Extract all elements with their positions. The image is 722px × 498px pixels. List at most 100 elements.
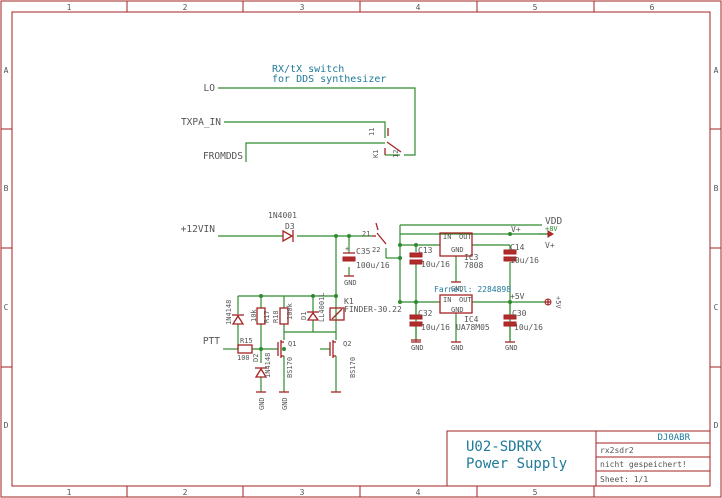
svg-text:+: + — [345, 245, 349, 253]
c32-value: 10u/16 — [421, 323, 450, 332]
c35-value: 100u/16 — [356, 261, 390, 270]
row-label-left: B — [4, 184, 9, 193]
farnell-note: Farnell: 2284898 — [434, 285, 511, 294]
k1-coil-type: FINDER-30.22 — [344, 305, 402, 314]
ic4-out-pin: OUT — [459, 296, 472, 304]
ic3-regulator: IN OUT GND IC3 7808 GND — [439, 232, 483, 293]
r17-resistor: R17 10k — [250, 307, 271, 325]
column-labels: 1 2 3 4 5 6 1 2 3 4 5 — [67, 3, 655, 497]
k1-coil-label: K1 — [344, 297, 354, 306]
ic4-label: IC4 — [464, 315, 479, 324]
c35-label: C35 — [356, 247, 371, 256]
c32-capacitor: C32 10u/16 GND — [409, 309, 450, 352]
row-label-left: C — [4, 303, 9, 312]
d1-diode: D1 LL4001L — [300, 292, 326, 322]
net-label-fromdds: FROMDDS — [203, 151, 243, 162]
gnd-label: GND — [451, 344, 464, 352]
ic4-regulator: IN OUT GND IC4 UA78M05 — [439, 294, 490, 332]
net-label-vplus: V+ — [511, 225, 521, 234]
inner-frame — [11, 11, 711, 487]
switch-wires — [218, 87, 416, 162]
c13-capacitor: C13 10u/16 — [409, 246, 450, 341]
row-label-left: A — [4, 66, 9, 75]
k1-switch-label: K1 — [372, 150, 380, 158]
v5-flag-label: +5V — [554, 296, 562, 309]
row-label-left: D — [4, 421, 9, 430]
row-label-right: C — [714, 303, 719, 312]
r18-label: R18 — [272, 310, 280, 323]
c14-capacitor: C14 10u/16 — [503, 243, 539, 265]
col-label-bottom: 4 — [416, 488, 421, 497]
c32-label: C32 — [418, 309, 433, 318]
d3-type-label: 1N4001 — [268, 211, 297, 220]
r17-label: R17 — [263, 310, 271, 323]
q1-label: Q1 — [288, 340, 296, 348]
ic4-gnd-pin: GND — [451, 306, 464, 314]
row-label-right: D — [714, 421, 719, 430]
column-dividers — [126, 1, 595, 497]
v8-flag: +8V V+ — [538, 225, 558, 250]
title-author: DJ0ABR — [657, 433, 690, 443]
r17-value: 10k — [250, 309, 258, 322]
row-labels: A B C D A B C D — [4, 66, 719, 430]
c13-label: C13 — [418, 246, 433, 255]
title-file: rx2sdr2 — [600, 446, 634, 455]
net-label-5v: +5V — [510, 292, 525, 301]
col-label-bottom: 5 — [533, 488, 538, 497]
col-label-bottom: 1 — [67, 488, 72, 497]
d2-label: D2 — [252, 354, 260, 362]
row-label-right: A — [714, 66, 719, 75]
d2-diode: D2 1N4148 — [252, 353, 272, 378]
d3-diode — [282, 229, 294, 243]
c30-value: 10u/16 — [514, 323, 543, 332]
pin-label: 21 — [362, 230, 370, 238]
ic3-type: 7808 — [464, 261, 483, 270]
q2-type: BS170 — [349, 357, 357, 378]
col-label-top: 2 — [183, 3, 188, 12]
d2-type: 1N4148 — [264, 353, 272, 378]
net-label-txpa-in: TXPA_IN — [181, 117, 221, 128]
ic3-in-pin: IN — [443, 233, 451, 241]
col-label-top: 1 — [67, 3, 72, 12]
title-sheet: Sheet: 1/1 — [600, 475, 648, 484]
col-label-top: 4 — [416, 3, 421, 12]
d1-type: LL4001L — [318, 292, 326, 322]
title-line1: U02-SDRRX — [466, 439, 542, 455]
c30-label: C30 — [512, 309, 527, 318]
d4-type-label: 1N4148 — [225, 300, 233, 325]
ic3-gnd-pin: GND — [451, 246, 464, 254]
ic4-in-pin: IN — [443, 296, 451, 304]
gnd-label: GND — [451, 285, 464, 293]
col-label-bottom: 2 — [183, 488, 188, 497]
net-label-12vin: +12VIN — [181, 224, 216, 235]
pin-label: 11 — [368, 128, 376, 136]
ic4-type: UA78M05 — [456, 323, 490, 332]
v8-label: +8V — [545, 225, 558, 233]
r15-resistor: R15 100 — [237, 337, 253, 362]
driver-grounds: GND GND — [256, 391, 341, 410]
main-wires — [218, 224, 548, 342]
gnd-label: GND — [505, 344, 518, 352]
ground-ic4: GND — [451, 341, 464, 352]
col-label-top: 5 — [533, 3, 538, 12]
net-label-lo: LO — [204, 83, 216, 94]
r18-resistor: R18 100k — [272, 302, 294, 325]
pin-label: 12 — [392, 150, 400, 158]
r18-value: 100k — [286, 302, 294, 320]
c30-capacitor: C30 10u/16 GND — [503, 309, 543, 352]
ic3-out-pin: OUT — [459, 233, 472, 241]
c14-value: 10u/16 — [510, 256, 539, 265]
row-dividers — [1, 128, 721, 368]
title-line2: Power Supply — [466, 456, 567, 472]
q2-mosfet: Q2 BS170 — [329, 340, 357, 378]
row-label-right: B — [714, 184, 719, 193]
ic3-label: IC3 — [464, 253, 479, 262]
gnd-label: GND — [281, 397, 289, 410]
k1-main-contacts: 21 22 — [362, 222, 387, 254]
k1-relay-coil: K1 FINDER-30.22 — [329, 297, 402, 321]
c14-label: C14 — [510, 243, 525, 252]
c35-capacitor: + C35 100u/16 GND — [342, 245, 390, 287]
k1-contact-switch: K1 11 12 — [368, 128, 402, 158]
